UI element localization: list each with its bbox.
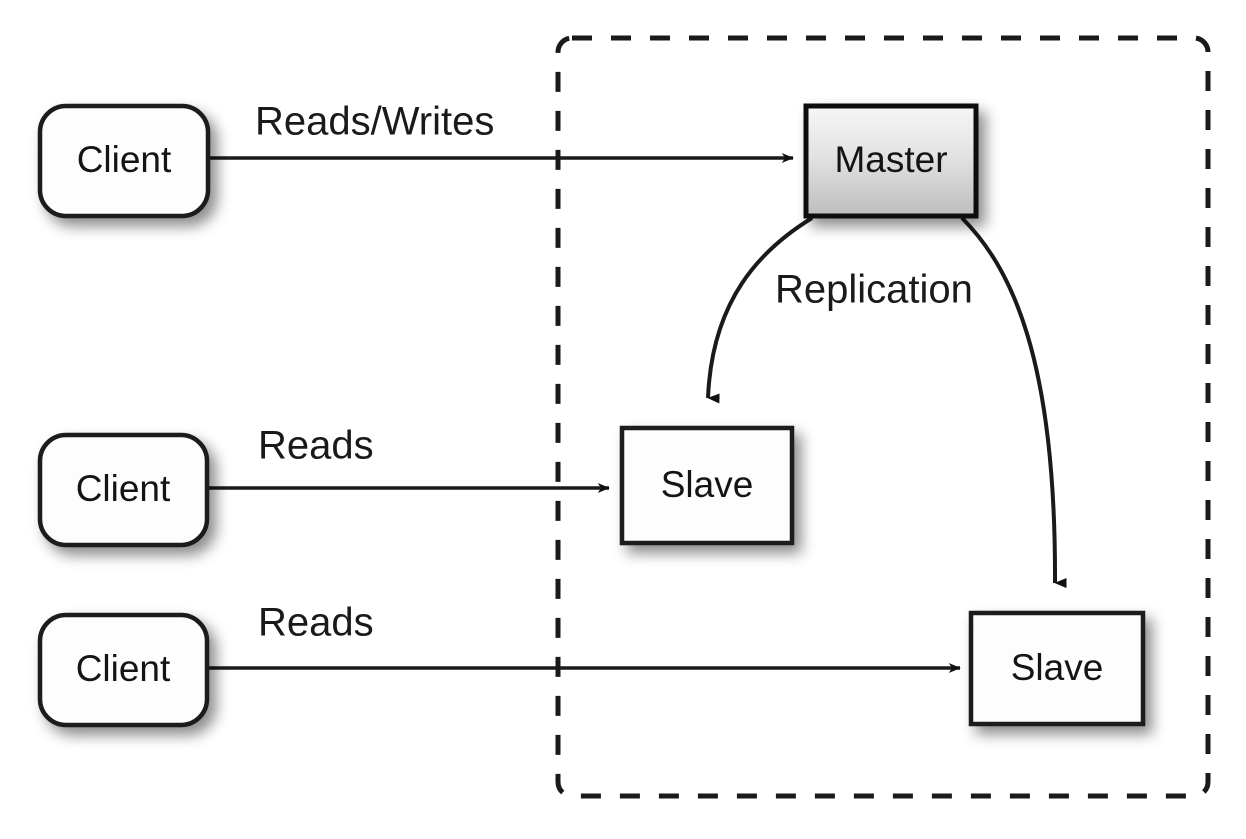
slave-1-box[interactable] (619, 425, 795, 546)
client-3-label: Client (76, 648, 171, 689)
node-slave-1[interactable]: Slave (619, 425, 795, 546)
node-master[interactable]: Master (803, 103, 979, 219)
node-slave-2[interactable]: Slave (968, 610, 1146, 727)
client-1-box[interactable] (37, 103, 211, 219)
master-label: Master (834, 139, 947, 180)
edge-master-slave1-curve (706, 216, 814, 404)
edge-master-slave2 (960, 216, 1067, 589)
master-box[interactable] (803, 103, 979, 219)
client-3-box[interactable] (37, 612, 210, 728)
edge-master-slave2-curve (960, 216, 1067, 589)
edge-label-reads-slave2: Reads (258, 601, 374, 645)
client-2-box[interactable] (37, 432, 210, 548)
edge-label-reads-slave1: Reads (258, 424, 374, 468)
node-client-3[interactable]: Client (37, 612, 210, 728)
edge-master-slave1 (706, 216, 814, 404)
client-2-label: Client (76, 468, 171, 509)
edge-label-reads-writes: Reads/Writes (255, 100, 494, 144)
slave-2-label: Slave (1011, 647, 1104, 688)
slave-2-box[interactable] (968, 610, 1146, 727)
node-client-2[interactable]: Client (37, 432, 210, 548)
edge-label-replication: Replication (775, 268, 973, 312)
client-1-label: Client (77, 139, 172, 180)
slave-1-label: Slave (661, 464, 754, 505)
node-client-1[interactable]: Client (37, 103, 211, 219)
